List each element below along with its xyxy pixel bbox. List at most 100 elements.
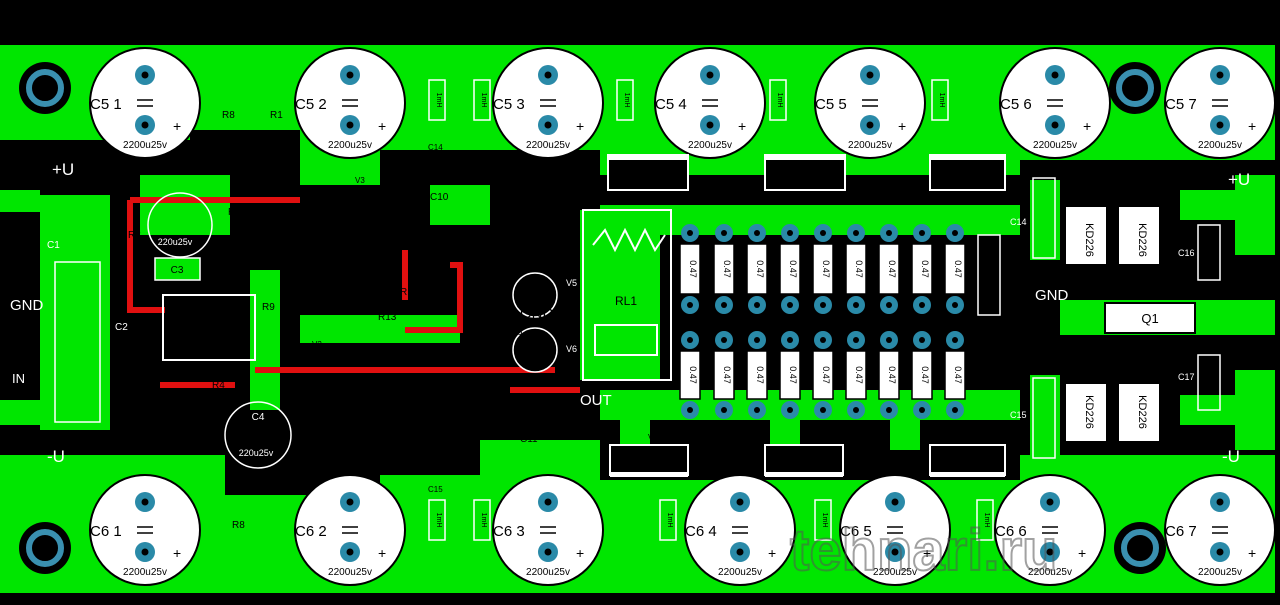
choke: 1mH xyxy=(428,499,446,541)
supply-small-caps: C14 C15 C16 C17 C13 xyxy=(977,177,1221,459)
svg-text:C7: C7 xyxy=(325,217,338,228)
svg-text:V11: V11 xyxy=(790,196,804,205)
fuse-q1: Q1 xyxy=(1104,302,1196,334)
choke: 1mH xyxy=(473,499,491,541)
emitter-resistor: 0.47 xyxy=(878,224,900,314)
choke-value: 1mH xyxy=(435,513,442,528)
emitter-resistor: 0.47 xyxy=(878,331,900,419)
gnd-label-left: GND xyxy=(10,297,44,314)
svg-text:C2: C2 xyxy=(115,322,128,333)
capacitor-ref: C5 5 xyxy=(815,96,847,113)
svg-text:R8: R8 xyxy=(222,110,235,121)
svg-text:C15: C15 xyxy=(428,485,443,494)
capacitor-ref: C5 6 xyxy=(1000,96,1032,113)
svg-text:C11: C11 xyxy=(520,434,538,445)
choke: 1mH xyxy=(659,499,677,541)
svg-text:C17: C17 xyxy=(1178,372,1195,382)
plus-mark: + xyxy=(378,118,386,134)
plus-mark: + xyxy=(1078,545,1086,561)
emitter-resistor: 0.47 xyxy=(911,331,933,419)
plus-mark: + xyxy=(173,118,181,134)
svg-text:V3: V3 xyxy=(355,176,365,185)
input-label: IN xyxy=(12,371,25,386)
opamp-ic xyxy=(162,294,256,361)
emitter-resistor: 0.47 xyxy=(779,331,801,419)
svg-text:R3: R3 xyxy=(128,230,141,241)
svg-text:C9: C9 xyxy=(437,432,450,443)
svg-text:V5: V5 xyxy=(566,278,577,288)
capacitor-value: 2200u25v xyxy=(328,567,372,578)
svg-text:R15: R15 xyxy=(486,254,505,265)
svg-text:V2: V2 xyxy=(312,340,322,349)
plus-rail-label-right: +U xyxy=(1228,170,1250,189)
capacitor-value: 2200u25v xyxy=(526,140,570,151)
plus-mark: + xyxy=(1248,545,1256,561)
choke: 1mH xyxy=(931,79,949,121)
choke: 1mH xyxy=(616,79,634,121)
capacitor-ref: C5 1 xyxy=(90,96,122,113)
choke: 1mH xyxy=(814,499,832,541)
svg-text:C13: C13 xyxy=(980,260,997,270)
capacitor-value: 2200u25v xyxy=(718,567,762,578)
emitter-resistor: 0.47 xyxy=(779,224,801,314)
svg-text:C16: C16 xyxy=(1178,248,1195,258)
svg-text:Q1: Q1 xyxy=(1141,311,1158,326)
plus-mark: + xyxy=(378,545,386,561)
transistor-v9 xyxy=(607,154,689,191)
capacitor-c4-electrolytic xyxy=(224,401,292,469)
svg-text:R7: R7 xyxy=(243,227,256,238)
transistor-v11 xyxy=(764,154,846,191)
emitter-resistor-value: 0.47 xyxy=(755,260,765,278)
driver-transistors: KT815 KT814 V5 V6 xyxy=(512,257,577,383)
plus-rail-label-left: +U xyxy=(52,160,74,179)
plus-mark: + xyxy=(768,545,776,561)
emitter-resistor-value: 0.47 xyxy=(688,366,698,384)
relay-coil-icon xyxy=(592,227,666,253)
svg-text:V9: V9 xyxy=(638,196,648,205)
svg-text:V4: V4 xyxy=(355,448,365,457)
emitter-resistor: 0.47 xyxy=(944,331,966,419)
capacitor-value: 2200u25v xyxy=(123,140,167,151)
capacitor-ref: C6 3 xyxy=(493,523,525,540)
svg-text:V13: V13 xyxy=(945,196,960,205)
emitter-resistor-value: 0.47 xyxy=(887,260,897,278)
capacitor-ref: C6 5 xyxy=(840,523,872,540)
capacitor-ref: C5 7 xyxy=(1165,96,1197,113)
emitter-resistor-value: 0.47 xyxy=(920,366,930,384)
mounting-hole xyxy=(19,522,71,574)
transistor-v5 xyxy=(512,272,558,318)
transistor-v10 xyxy=(609,444,689,477)
transistor-v6 xyxy=(512,327,558,373)
svg-text:KD226: KD226 xyxy=(1136,223,1148,257)
plus-mark: + xyxy=(1248,118,1256,134)
capacitor-ref: C6 1 xyxy=(90,523,122,540)
svg-text:V8: V8 xyxy=(508,416,518,425)
capacitor-c3 xyxy=(154,257,201,281)
svg-text:R9: R9 xyxy=(262,302,275,313)
capacitor-ref: C5 4 xyxy=(655,96,687,113)
emitter-resistor-value: 0.47 xyxy=(788,366,798,384)
svg-text:KT814: KT814 xyxy=(522,372,552,383)
svg-text:KD226: KD226 xyxy=(1083,395,1095,429)
capacitor-ref: C5 3 xyxy=(493,96,525,113)
minus-rail-label-left: -U xyxy=(47,447,65,466)
diode-kd226: KD226 xyxy=(1117,371,1161,443)
svg-text:R12: R12 xyxy=(400,287,419,298)
choke: 1mH xyxy=(428,79,446,121)
svg-text:R17: R17 xyxy=(484,387,503,398)
svg-text:220u25v: 220u25v xyxy=(239,448,274,458)
mounting-hole xyxy=(1109,62,1161,114)
capacitor-ref: C6 7 xyxy=(1165,523,1197,540)
emitter-resistor: 0.47 xyxy=(845,331,867,419)
rail-labels: +U GND IN -U +U GND -U GND OUT xyxy=(10,160,1250,466)
svg-text:R2: R2 xyxy=(155,406,168,417)
svg-text:V1: V1 xyxy=(312,265,322,274)
capacitor-c1 xyxy=(54,261,101,423)
mounting-holes xyxy=(19,62,1166,574)
